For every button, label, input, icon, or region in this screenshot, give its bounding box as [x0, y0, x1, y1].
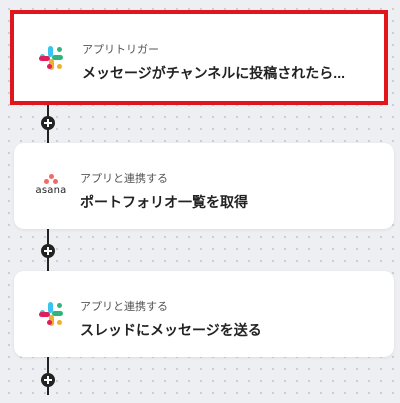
- slack-icon: [39, 302, 63, 326]
- add-step-plus-icon[interactable]: [41, 244, 55, 258]
- asana-icon: asana: [34, 174, 68, 198]
- step-title: メッセージがチャンネルに投稿されたら...: [82, 65, 345, 81]
- flow-step-trigger[interactable]: アプリトリガー メッセージがチャンネルに投稿されたら...: [10, 10, 388, 105]
- add-step-plus-icon[interactable]: [41, 116, 55, 130]
- step-type-label: アプリトリガー: [82, 44, 159, 56]
- step-type-label: アプリと連携する: [80, 173, 168, 185]
- add-step-plus-icon[interactable]: [41, 373, 55, 387]
- flow-step-slack-thread-message[interactable]: アプリと連携する スレッドにメッセージを送る: [14, 271, 394, 357]
- step-title: スレッドにメッセージを送る: [80, 322, 262, 338]
- step-type-label: アプリと連携する: [80, 301, 168, 313]
- flow-step-asana-portfolios[interactable]: asana アプリと連携する ポートフォリオ一覧を取得: [14, 143, 394, 229]
- step-title: ポートフォリオ一覧を取得: [80, 194, 248, 210]
- slack-icon: [39, 45, 63, 70]
- asana-wordmark: asana: [35, 185, 67, 196]
